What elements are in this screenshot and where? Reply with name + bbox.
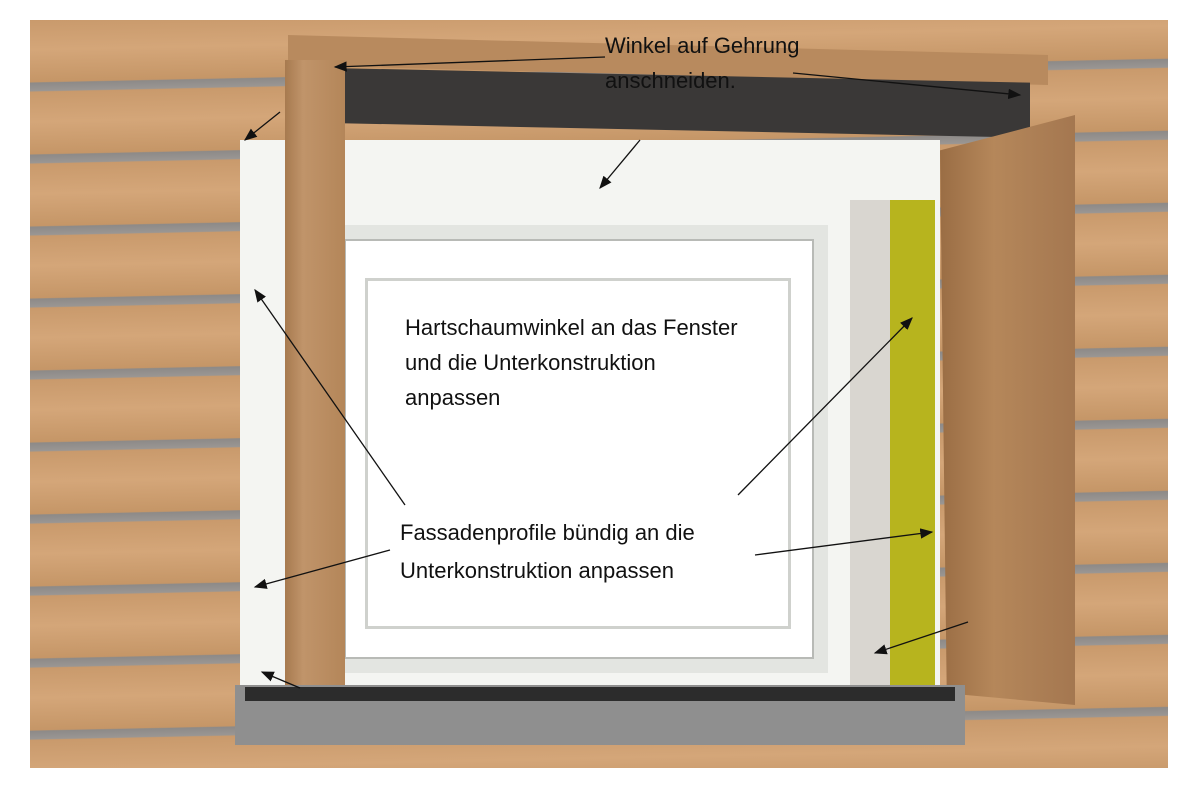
arrow: [754, 528, 934, 556]
label-miter: Winkel auf Gehrung anschneiden.: [605, 28, 799, 98]
arrow: [243, 111, 281, 141]
label-line: Winkel auf Gehrung: [605, 33, 800, 58]
label-line: Hartschaumwinkel an das Fenster: [405, 315, 738, 340]
arrow: [260, 671, 301, 689]
label-line: anpassen: [405, 385, 501, 410]
arrow: [599, 139, 641, 189]
arrow: [873, 621, 969, 655]
foam-angle-right: [850, 200, 890, 700]
left-reveal-profile: [285, 60, 345, 715]
arrow: [254, 288, 406, 506]
arrow: [253, 549, 391, 589]
label-line: und die Unterkonstruktion: [405, 350, 656, 375]
substructure-yellow: [890, 200, 935, 700]
label-foam: Hartschaumwinkel an das Fenster und die …: [405, 310, 738, 415]
sill-top: [245, 687, 955, 701]
right-reveal-profile: [940, 115, 1075, 705]
arrow: [737, 317, 913, 496]
arrow: [333, 56, 606, 72]
label-line: Unterkonstruktion anpassen: [400, 558, 674, 583]
window-glass: [365, 278, 791, 629]
wood-facade: [30, 20, 1168, 768]
label-profiles: Fassadenprofile bündig an die Unterkonst…: [400, 514, 695, 590]
label-line: anschneiden.: [605, 68, 736, 93]
arrow: [792, 72, 1022, 100]
label-line: Fassadenprofile bündig an die: [400, 520, 695, 545]
